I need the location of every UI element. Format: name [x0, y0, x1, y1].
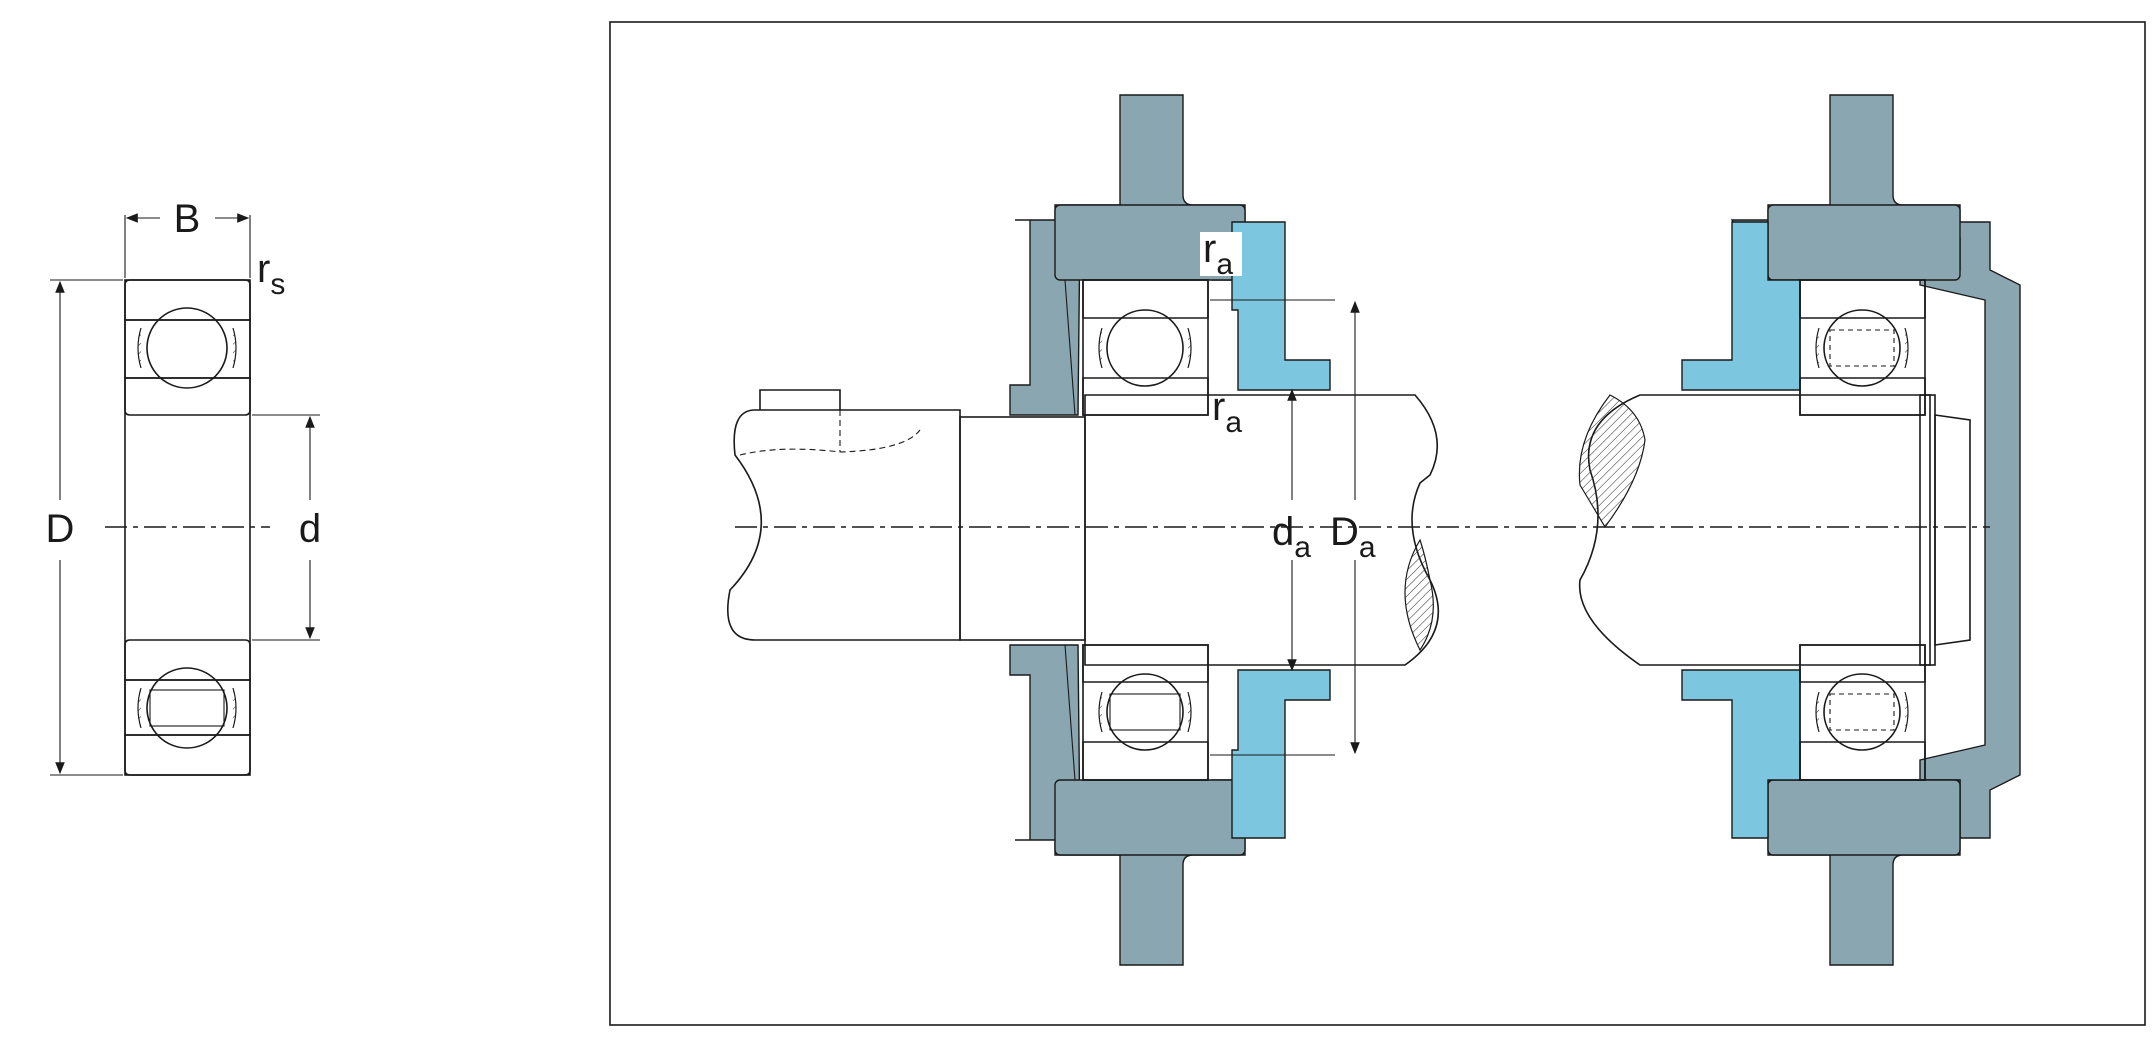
mounting-assembly-right [1578, 94, 2021, 966]
end-cover-bottom [1231, 669, 1331, 839]
shaft-end [726, 409, 961, 641]
mounting-frame [609, 21, 2146, 1026]
dimension-label-da: da [1272, 510, 1311, 564]
bearing-right-bottom [1799, 644, 1926, 781]
dimension-label-d-outer: D [46, 507, 75, 551]
bearing-top-section [124, 279, 251, 416]
dimension-label-ra-top: ra [1203, 227, 1233, 281]
bearing-bottom [1082, 644, 1209, 781]
dimension-label-da-housing: Da [1330, 510, 1376, 564]
dimension-label-ra-bottom: ra [1212, 385, 1242, 439]
dimension-label-d-bore: d [299, 507, 321, 551]
dimension-label-rs: rs [257, 247, 285, 301]
mounting-assembly-left: da Da ra ra [726, 94, 1440, 966]
bearing-right-top [1799, 279, 1926, 416]
bearing-bottom-section [124, 639, 251, 776]
key [759, 389, 841, 410]
ball [146, 307, 228, 389]
shaft-main [1084, 394, 1440, 666]
bearing-top [1082, 279, 1209, 416]
bearing-cross-section: B rs D d [46, 197, 321, 776]
dimension-label-b: B [174, 197, 201, 241]
